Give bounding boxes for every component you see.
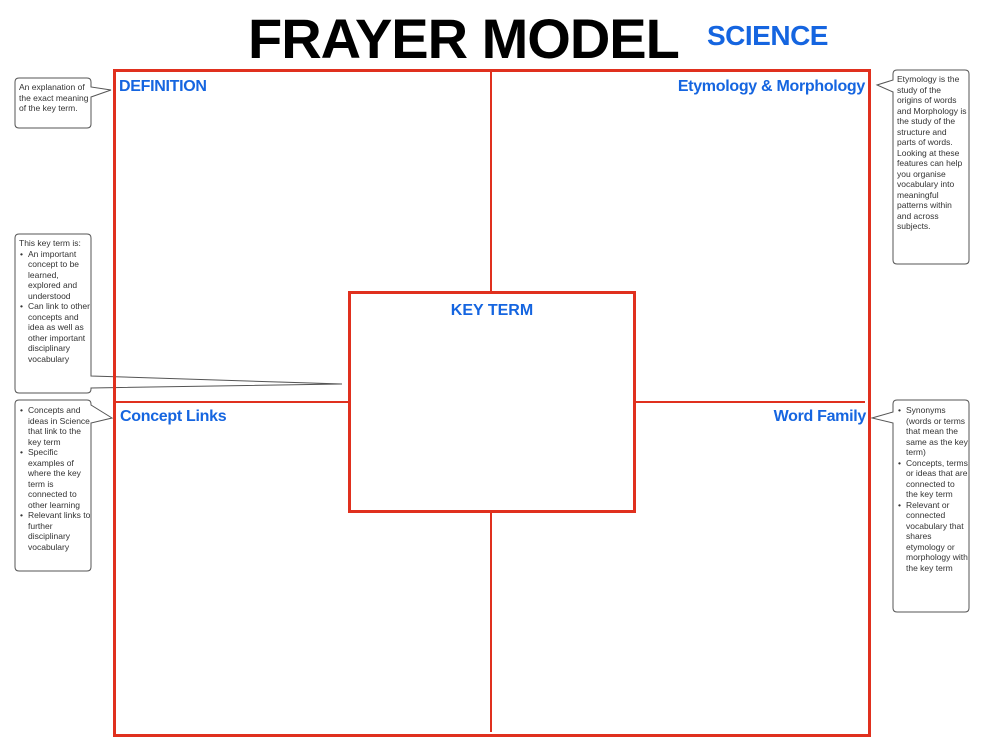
etymology-label: Etymology & Morphology (677, 78, 865, 95)
definition-callout-outline (14, 77, 112, 129)
etymology-callout-outline (875, 69, 970, 265)
list-item: Concepts, terms or ideas that are connec… (897, 458, 968, 500)
page-title: FRAYER MODEL (248, 7, 680, 70)
key-term-box: KEY TERM (348, 291, 636, 513)
etymology-note-text: Etymology is the study of the origins of… (897, 74, 967, 231)
word-family-label: Word Family (773, 408, 867, 425)
key-term-note: This key term is: An important concept t… (19, 238, 91, 364)
definition-note: An explanation of the exact meaning of t… (19, 82, 89, 114)
list-item: Synonyms (words or terms that mean the s… (897, 405, 968, 458)
list-item: An important concept to be learned, expl… (19, 249, 91, 302)
divider-horizontal-left (116, 401, 349, 403)
list-item: Can link to other concepts and idea as w… (19, 301, 91, 364)
page-subtitle: SCIENCE (707, 20, 828, 51)
list-item: Specific examples of where the key term … (19, 447, 91, 510)
list-item: Concepts and ideas in Science that link … (19, 405, 91, 447)
divider-vertical-bottom (490, 510, 492, 732)
list-item: Relevant links to further disciplinary v… (19, 510, 91, 552)
key-term-note-intro: This key term is: (19, 238, 81, 248)
concept-links-label: Concept Links (120, 408, 227, 425)
divider-vertical-top (490, 72, 492, 292)
frayer-frame (113, 69, 871, 737)
divider-horizontal-right (632, 401, 865, 403)
key-term-note-list: An important concept to be learned, expl… (19, 249, 91, 365)
etymology-note: Etymology is the study of the origins of… (897, 74, 967, 232)
list-item: Relevant or connected vocabulary that sh… (897, 500, 968, 574)
concept-links-note-list: Concepts and ideas in Science that link … (19, 405, 91, 552)
definition-label: DEFINITION (119, 78, 207, 95)
definition-note-text: An explanation of the exact meaning of t… (19, 82, 89, 113)
concept-links-note: Concepts and ideas in Science that link … (19, 405, 91, 552)
word-family-note: Synonyms (words or terms that mean the s… (897, 405, 968, 573)
key-term-label: KEY TERM (450, 302, 534, 319)
word-family-note-list: Synonyms (words or terms that mean the s… (897, 405, 968, 573)
